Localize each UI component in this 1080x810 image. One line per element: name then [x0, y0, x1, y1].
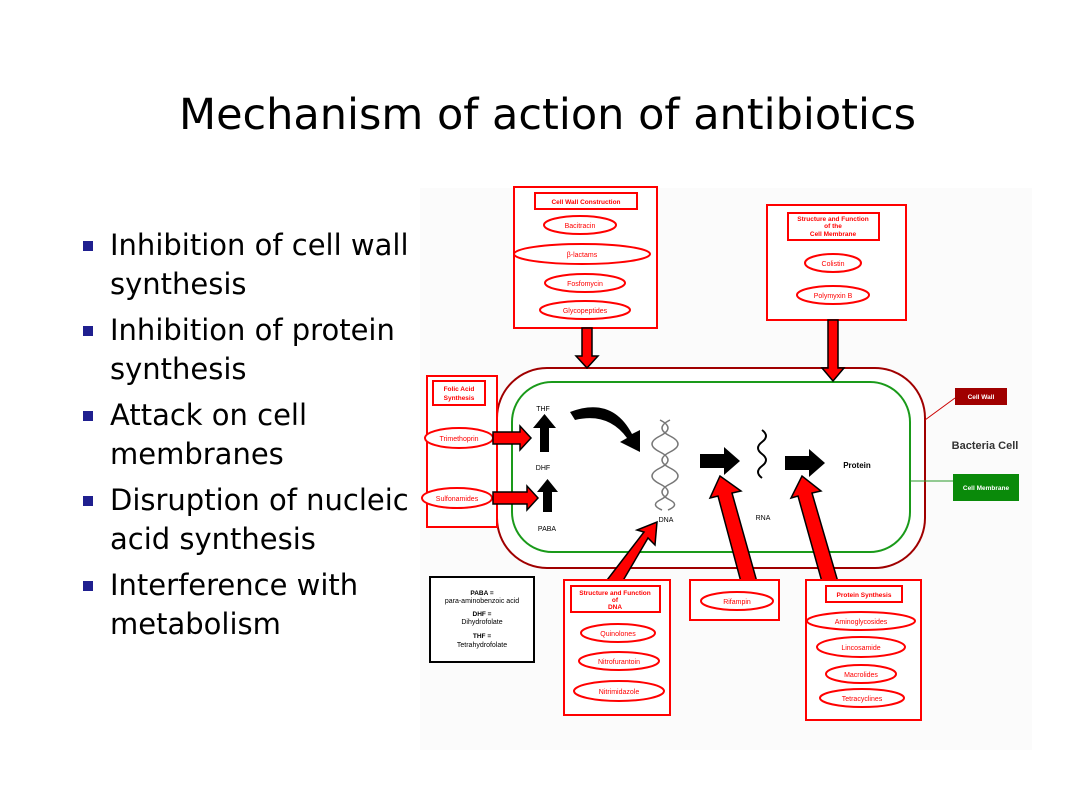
cell-membrane-function-box: Structure and Function of the Cell Membr…	[766, 204, 907, 321]
drug-label: Sulfonamides	[436, 496, 479, 503]
box-title: Structure and Function	[579, 590, 651, 597]
drug-label: β-lactams	[567, 252, 598, 259]
curved-arrow-icon	[570, 407, 640, 452]
box-title: Structure and Function	[797, 216, 869, 223]
rifampin-box: Rifampin	[689, 579, 780, 621]
red-arrow-icon	[492, 484, 540, 512]
box-title: Protein Synthesis	[837, 592, 892, 599]
paba-label: PABA	[538, 526, 556, 533]
drug-label: Colistin	[822, 261, 845, 268]
bullet-square-icon	[83, 241, 93, 251]
bullet-item: Attack on cell membranes	[80, 396, 420, 474]
dhf-label: DHF	[536, 465, 550, 472]
protein-label: Protein	[843, 461, 871, 470]
red-arrow-icon	[574, 327, 600, 370]
rna-squiggle-icon	[757, 429, 767, 479]
cell-membrane-label-box	[953, 474, 1019, 501]
drug-label: Polymyxin B	[814, 293, 853, 300]
drug-label: Tetracyclines	[842, 696, 883, 703]
legend-text: para-aminobenzoic acid	[445, 598, 519, 605]
dna-function-box: Structure and Function of DNA Quinolones…	[563, 579, 671, 716]
dna-label: DNA	[659, 517, 674, 524]
drug-label: Glycopeptides	[563, 308, 608, 315]
up-arrow-icon	[537, 479, 558, 512]
bullet-item: Interference with metabolism	[80, 566, 420, 644]
bullet-square-icon	[83, 581, 93, 591]
box-title: Cell Membrane	[810, 231, 857, 238]
drug-label: Nitrofurantoin	[598, 659, 640, 666]
bullet-text: Inhibition of cell wall synthesis	[110, 228, 409, 301]
bullet-text: Interference with metabolism	[110, 568, 359, 641]
red-arrow-icon	[492, 424, 533, 452]
drug-label: Macrolides	[844, 672, 878, 679]
bullet-square-icon	[83, 411, 93, 421]
drug-label: Bacitracin	[565, 223, 596, 230]
legend-text: Tetrahydrofolate	[457, 642, 507, 649]
drug-label: Nitrimidazole	[599, 689, 640, 696]
box-title: of	[612, 597, 619, 604]
drug-label: Lincosamide	[841, 645, 880, 652]
bullet-list: Inhibition of cell wall synthesis Inhibi…	[80, 226, 420, 651]
box-title: Synthesis	[444, 395, 475, 402]
right-arrow-icon	[700, 447, 740, 475]
bullet-text: Disruption of nucleic acid synthesis	[110, 483, 409, 556]
connector-line	[924, 397, 956, 421]
red-arrow-icon	[820, 319, 846, 383]
drug-label: Trimethoprin	[439, 436, 478, 443]
bullet-item: Inhibition of cell wall synthesis	[80, 226, 420, 304]
drug-label: Aminoglycosides	[835, 619, 888, 626]
red-arrow-icon	[708, 474, 758, 583]
box-title: Cell Wall Construction	[551, 199, 620, 206]
bacteria-cell-label: Bacteria Cell	[952, 440, 1019, 452]
legend-text: THF =	[473, 633, 491, 640]
bullet-item: Inhibition of protein synthesis	[80, 311, 420, 389]
bullet-text: Attack on cell membranes	[110, 398, 308, 471]
legend-text: DHF =	[473, 611, 492, 618]
legend-text: PABA =	[470, 590, 494, 597]
thf-label: THF	[536, 406, 550, 413]
slide-title: Mechanism of action of antibiotics	[178, 90, 917, 140]
protein-synthesis-box: Protein Synthesis Aminoglycosides Lincos…	[805, 579, 922, 721]
dna-helix-icon	[651, 419, 679, 511]
drug-label: Quinolones	[600, 631, 636, 638]
folic-acid-synthesis-box: Folic Acid Synthesis Trimethoprin Sulfon…	[421, 375, 498, 528]
bullet-square-icon	[83, 326, 93, 336]
bullet-text: Inhibition of protein synthesis	[110, 313, 395, 386]
box-title: of the	[824, 223, 842, 230]
up-arrow-icon	[533, 414, 556, 452]
drug-label: Rifampin	[723, 599, 751, 606]
cell-wall-label-box	[955, 388, 1007, 405]
cell-wall-label: Cell Wall	[968, 394, 995, 401]
cell-membrane-label: Cell Membrane	[963, 485, 1010, 492]
drug-label: Fosfomycin	[567, 281, 603, 288]
bullet-item: Disruption of nucleic acid synthesis	[80, 481, 420, 559]
box-title: DNA	[608, 604, 622, 611]
rna-label: RNA	[756, 515, 771, 522]
right-arrow-icon	[785, 449, 825, 477]
legend-text: Dihydrofolate	[461, 619, 502, 626]
abbreviation-legend: PABA = para-aminobenzoic acid DHF = Dihy…	[429, 576, 535, 663]
box-title: Folic Acid	[444, 386, 475, 393]
red-arrow-icon	[789, 474, 840, 583]
cell-wall-construction-box: Cell Wall Construction Bacitracin β-lact…	[513, 186, 658, 329]
bullet-square-icon	[83, 496, 93, 506]
